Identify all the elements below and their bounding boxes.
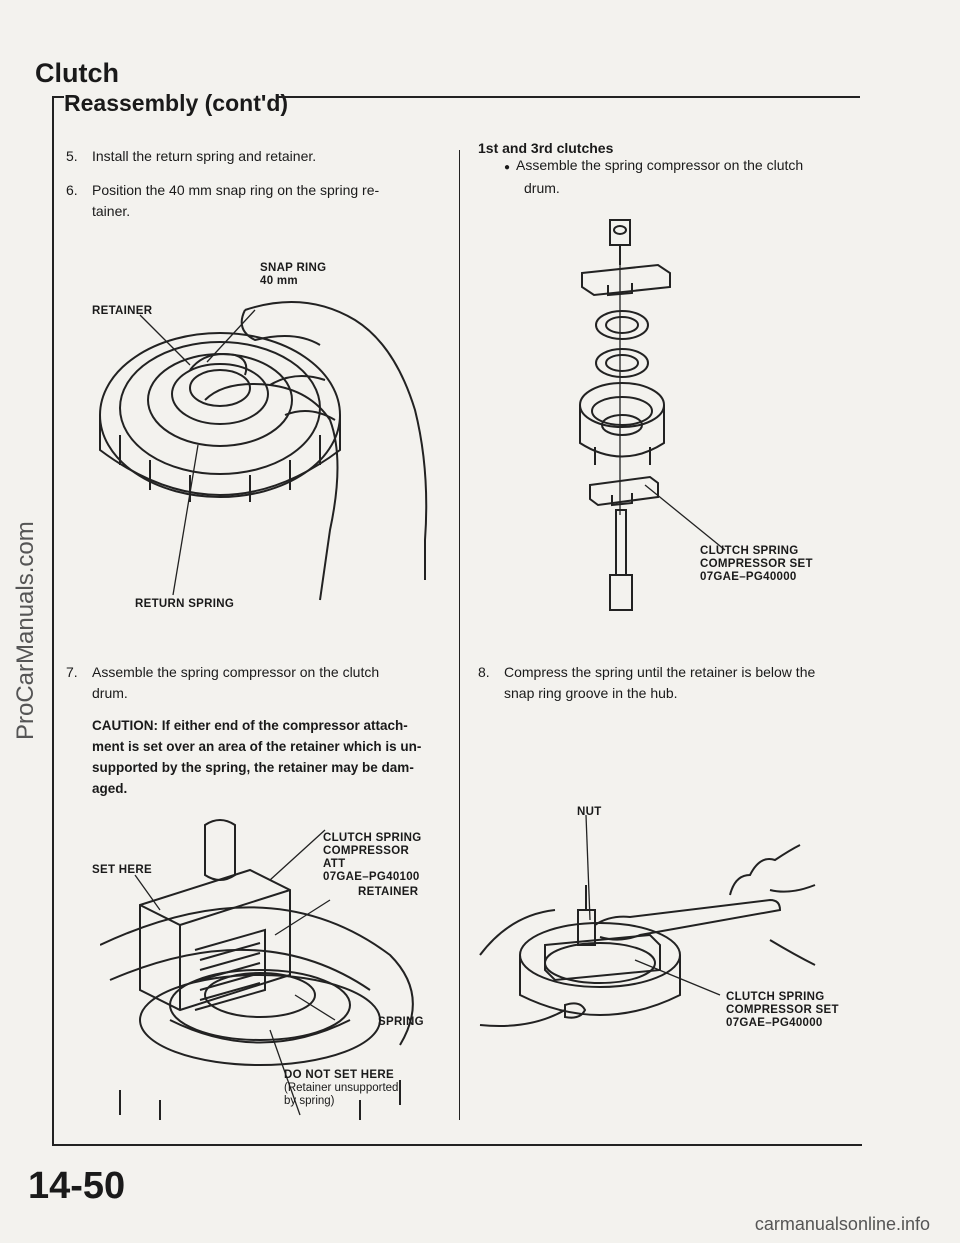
step-8: 8.Compress the spring until the retainer… [478, 664, 816, 701]
watermark-procarmanuals: ProCarManuals.com [12, 521, 39, 740]
figure-compress-with-wrench [479, 814, 816, 1027]
step-6: 6.Position the 40 mm snap ring on the sp… [66, 182, 380, 219]
column-divider [459, 150, 460, 1120]
label-spring: SPRING [378, 1016, 424, 1028]
label-compressor-set: CLUTCH SPRING COMPRESSOR SET 07GAE–PG400… [700, 545, 813, 583]
footer-rule [52, 1144, 862, 1146]
figure-compressor-attachment [100, 819, 414, 1120]
section-title: Reassembly (cont'd) [64, 90, 289, 116]
label-do-not-set-here: DO NOT SET HERE (Retainer unsupported by… [284, 1069, 399, 1107]
step-5: 5.Install the return spring and retainer… [66, 148, 317, 164]
step-7: 7.Assemble the spring compressor on the … [66, 664, 380, 701]
subheading-1st-3rd-clutches: 1st and 3rd clutches [478, 140, 614, 156]
label-snap-ring: SNAP RING 40 mm [260, 262, 327, 287]
label-return-spring: RETURN SPRING [135, 598, 235, 610]
header-rule-stub [52, 96, 64, 98]
leader-line-compressor-set [644, 484, 726, 551]
header-rule [278, 96, 860, 98]
label-retainer-2: RETAINER [358, 886, 419, 898]
page-title: Clutch [35, 58, 119, 88]
figure-snap-ring-install [99, 301, 428, 601]
label-retainer: RETAINER [92, 305, 153, 317]
bullet-icon: ● [504, 162, 511, 173]
label-nut: NUT [577, 806, 602, 818]
figure-compressor-set-exploded [579, 219, 671, 611]
page-number: 14-50 [28, 1165, 126, 1207]
left-border [52, 96, 54, 1146]
bullet-assemble: ●Assemble the spring compressor on the c… [504, 157, 804, 196]
label-set-here: SET HERE [92, 864, 152, 876]
label-compressor-att: CLUTCH SPRING COMPRESSOR ATT 07GAE–PG401… [323, 832, 422, 883]
label-compressor-set-2: CLUTCH SPRING COMPRESSOR SET 07GAE–PG400… [726, 991, 839, 1029]
caution-note: CAUTION: If either end of the compressor… [92, 718, 422, 796]
watermark-carmanualsonline: carmanualsonline.info [754, 1214, 930, 1234]
